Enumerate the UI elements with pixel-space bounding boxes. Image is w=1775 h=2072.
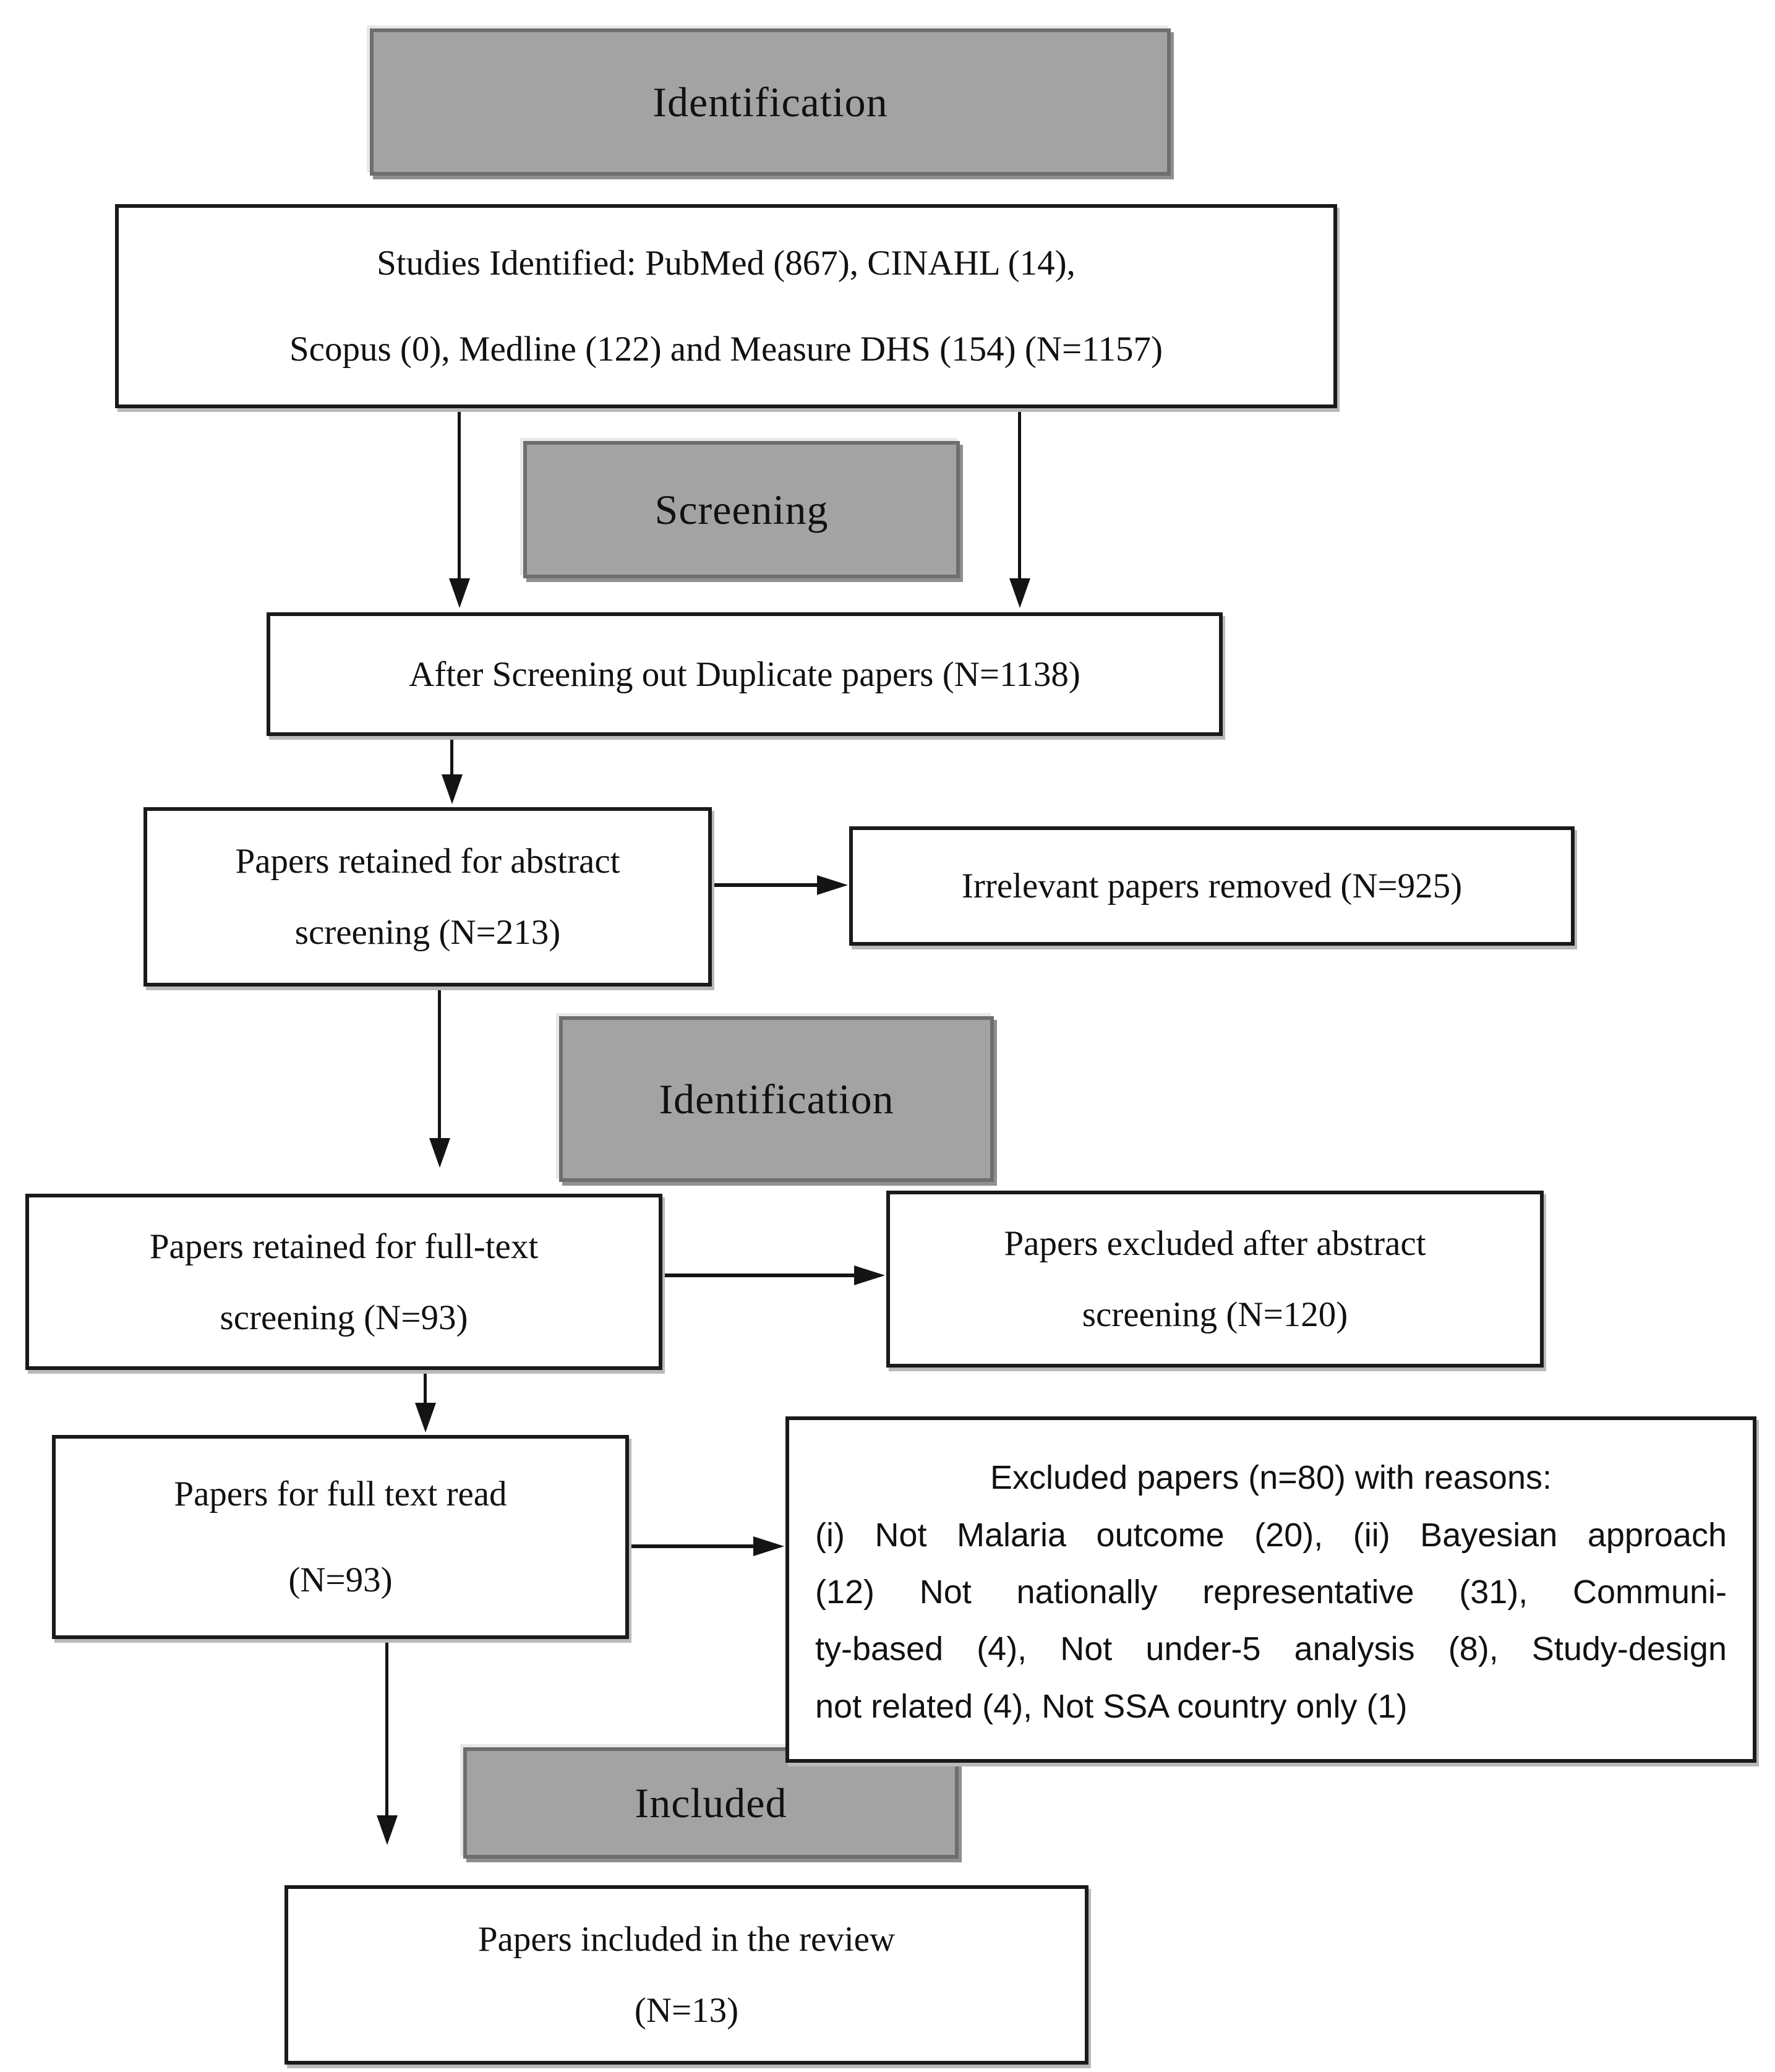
arrow-fulltext-to-excluded: [665, 1274, 855, 1277]
stage-included-label: Included: [635, 1779, 787, 1826]
excluded-reasons-line4: not related (4), Not SSA country only (1…: [815, 1687, 1408, 1725]
box-abstract-retained: Papers retained for abstract screening (…: [143, 807, 712, 987]
box-irrelevant-removed: Irrelevant papers removed (N=925): [849, 826, 1575, 946]
abstract-retained-line1: Papers retained for abstract: [235, 842, 620, 881]
abstract-excluded-line2: screening (N=120): [1082, 1295, 1348, 1334]
excluded-reasons-line2: (12) Not nationally representative (31),…: [815, 1573, 1727, 1611]
studies-identified-line2: Scopus (0), Medline (122) and Measure DH…: [289, 330, 1163, 369]
box-excluded-reasons: Excluded papers (n=80) with reasons: (i)…: [785, 1416, 1756, 1763]
arrow-studies-to-duplicates-right: [1018, 411, 1021, 580]
box-fulltext-retained: Papers retained for full-text screening …: [25, 1194, 662, 1370]
stage-screening-label: Screening: [654, 486, 829, 533]
fulltext-read-line1: Papers for full text read: [174, 1475, 507, 1513]
abstract-excluded-line1: Papers excluded after abstract: [1004, 1224, 1426, 1263]
arrow-fulltext-to-read: [424, 1371, 427, 1404]
arrow-read-to-reasons: [631, 1544, 755, 1548]
box-abstract-excluded: Papers excluded after abstract screening…: [886, 1191, 1544, 1368]
box-included-review: Papers included in the review (N=13): [284, 1885, 1089, 2065]
stage-identification-top-label: Identification: [652, 78, 888, 126]
arrow-duplicates-to-abstract: [450, 737, 453, 776]
stage-identification-top: Identification: [370, 28, 1171, 176]
irrelevant-removed-line1: Irrelevant papers removed (N=925): [961, 867, 1463, 905]
arrow-read-to-included: [385, 1642, 388, 1817]
arrow-abstract-to-fulltext: [438, 988, 441, 1139]
stage-included: Included: [463, 1747, 959, 1859]
arrow-abstract-to-irrelevant: [714, 883, 818, 887]
excluded-reasons-line3: ty-based (4), Not under-5 analysis (8), …: [815, 1630, 1727, 1668]
arrow-studies-to-duplicates-left: [458, 411, 461, 580]
box-duplicates-removed: After Screening out Duplicate papers (N=…: [267, 612, 1223, 736]
stage-screening: Screening: [523, 441, 960, 578]
box-fulltext-read: Papers for full text read (N=93): [52, 1435, 629, 1639]
studies-identified-line1: Studies Identified: PubMed (867), CINAHL…: [377, 244, 1076, 283]
fulltext-read-line2: (N=93): [288, 1560, 393, 1599]
stage-identification-middle-label: Identification: [659, 1075, 894, 1123]
included-review-line2: (N=13): [634, 1991, 739, 2030]
fulltext-retained-line2: screening (N=93): [220, 1298, 468, 1337]
included-review-line1: Papers included in the review: [477, 1920, 896, 1959]
box-studies-identified: Studies Identified: PubMed (867), CINAHL…: [115, 204, 1337, 408]
abstract-retained-line2: screening (N=213): [294, 913, 561, 952]
duplicates-removed-line1: After Screening out Duplicate papers (N=…: [409, 654, 1080, 694]
fulltext-retained-line1: Papers retained for full-text: [149, 1227, 539, 1266]
excluded-reasons-line1: (i) Not Malaria outcome (20), (ii) Bayes…: [815, 1516, 1727, 1554]
excluded-reasons-title: Excluded papers (n=80) with reasons:: [990, 1459, 1552, 1497]
stage-identification-middle: Identification: [559, 1016, 994, 1182]
